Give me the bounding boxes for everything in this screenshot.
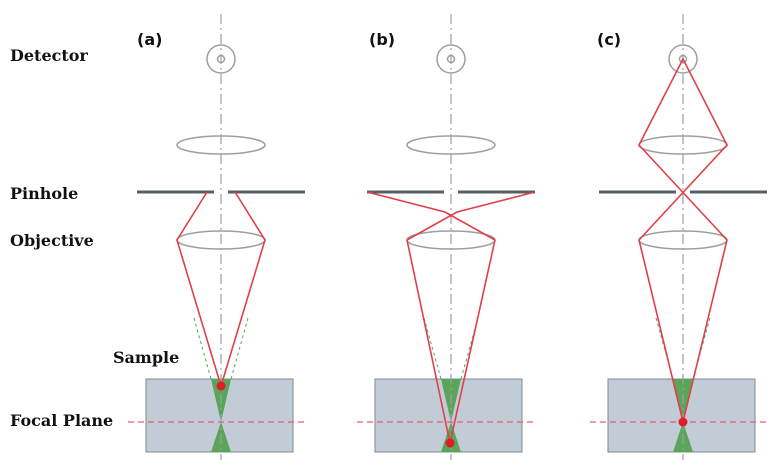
cone-extension-left-b xyxy=(423,317,442,380)
detector-outer-icon-a xyxy=(206,44,236,74)
tube-lens-a xyxy=(176,135,266,155)
detector-inner-icon-b xyxy=(446,54,456,64)
detector-label: Detector xyxy=(10,46,88,65)
emitter-point-b xyxy=(445,438,455,448)
emitter-point-a xyxy=(216,381,226,391)
detector-inner-icon-a xyxy=(216,54,226,64)
ray-upper-c xyxy=(638,57,728,241)
emitter-point-c xyxy=(678,417,688,427)
pinhole-label: Pinhole xyxy=(10,184,79,203)
panel-b-tag: (b) xyxy=(369,30,396,49)
tube-lens-b xyxy=(406,135,496,155)
detector-outer-icon-b xyxy=(436,44,466,74)
detector-outer-icon-c xyxy=(668,44,698,74)
cone-extension-left-a xyxy=(193,317,212,380)
panel-a-tag: (a) xyxy=(137,30,163,49)
cone-extension-right-b xyxy=(460,317,479,380)
cone-extension-right-a xyxy=(230,317,249,380)
panel-c-tag: (c) xyxy=(597,30,622,49)
objective-label: Objective xyxy=(10,231,94,250)
ray-cross-left-b xyxy=(406,191,536,241)
ray-cross-right-b xyxy=(366,191,496,241)
sample-label: Sample xyxy=(113,348,180,367)
focal-plane-label: Focal Plane xyxy=(10,411,114,430)
detector-inner-icon-c xyxy=(678,54,688,64)
